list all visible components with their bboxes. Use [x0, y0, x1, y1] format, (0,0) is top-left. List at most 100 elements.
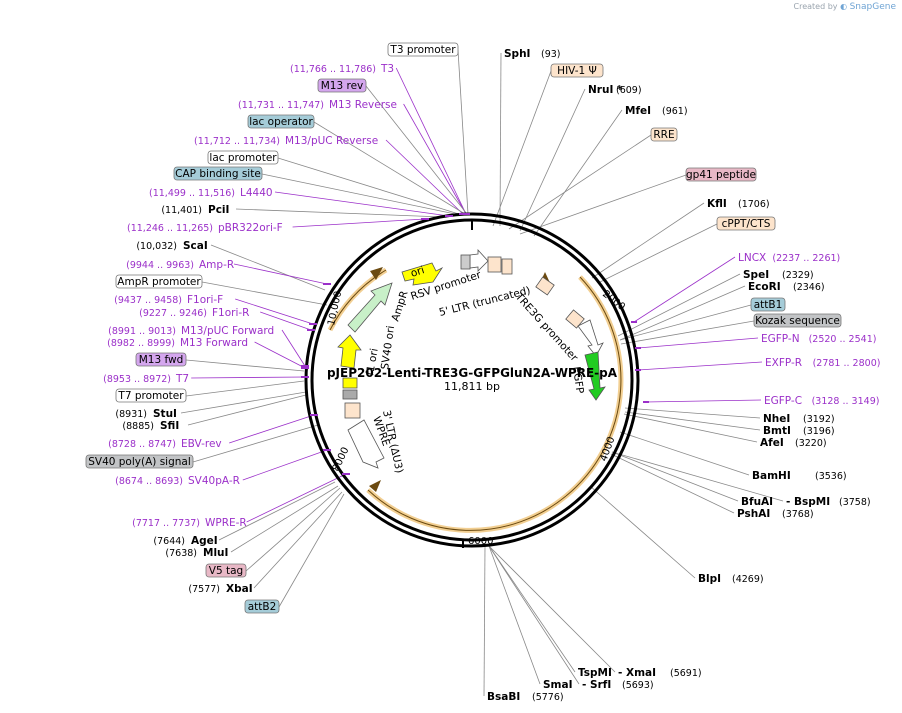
primer-position-exfp-r: (2781 .. 2800): [813, 358, 881, 369]
enzyme-scai: ScaI: [183, 240, 208, 252]
enzyme-position-mfei: (961): [662, 106, 688, 117]
primer-t7: T7: [175, 373, 189, 385]
leader-feature-t3-promoter: [457, 49, 469, 215]
primer-position-ebv-rev: (8728 .. 8747): [108, 439, 176, 450]
feature-box-bg-rre: [650, 127, 678, 142]
leader-primer-t7: [191, 376, 306, 379]
leader-enzyme-kfli: [591, 202, 705, 279]
feature-label-gp41-peptide: gp41 peptide: [686, 169, 756, 181]
enzyme-position-bspmi: (3758): [839, 497, 871, 508]
enzyme-position-sphi: (93): [541, 49, 561, 60]
feature-box-bg-hiv-1: [550, 63, 604, 78]
primer-position-egfp-c: (3128 .. 3149): [812, 396, 880, 407]
enzyme-pshai: PshAI: [737, 508, 770, 520]
leader-enzyme-bspmi: [611, 451, 784, 502]
enzyme-position-scai: (10,032): [136, 241, 177, 252]
enzyme-spei: SpeI: [743, 269, 769, 281]
orf-arrow-line-1: [565, 276, 622, 497]
enzyme-sfii: SfiI: [160, 420, 179, 432]
feature-box-sv40-poly-a-signal: SV40 poly(A) signal: [85, 454, 194, 469]
primer-position-l4440: (11,499 .. 11,516): [149, 188, 235, 199]
primer-position-amp-r: (9944 .. 9963): [126, 260, 194, 271]
enzyme-position-pcii: (11,401): [161, 205, 202, 216]
enzyme-bspmi: - BspMI: [786, 496, 830, 508]
tre3g-promoter-feature: [577, 319, 604, 357]
enzyme-tspmi: TspMI: [578, 667, 612, 679]
primer-position-m13-puc-forward: (8991 .. 9013): [108, 326, 176, 337]
leader-enzyme-pcii: [235, 208, 444, 218]
leader-enzyme-pshai: [610, 453, 735, 514]
tre3g-box-feature: [565, 309, 585, 329]
leader-enzyme-scai: [210, 244, 326, 291]
primer-l4440: L4440: [240, 187, 273, 199]
enzyme-pcii: PciI: [208, 204, 229, 216]
primer-f1ori-r: F1ori-R: [212, 307, 249, 319]
primer-m13-puc-forward: M13/pUC Forward: [181, 325, 274, 337]
orf-arrow-line-2: [367, 489, 567, 531]
leader-primer-egfp-n: [637, 337, 759, 349]
orf-arrowhead-ampr: [370, 267, 383, 280]
enzyme-smai: SmaI: [543, 679, 573, 691]
primer-position-lncx: (2237 .. 2261): [772, 253, 840, 264]
enzyme-position-bmti: (3196): [803, 426, 835, 437]
tick-label-6000: 6000: [468, 536, 493, 547]
feature-box-bg-ampr-promoter: [115, 274, 203, 289]
enzyme-kfli: KflI: [707, 198, 727, 210]
hiv-psi-feature: [487, 256, 502, 273]
leader-enzyme-mfei: [533, 109, 623, 237]
feature-box-bg-attb1: [750, 297, 786, 312]
feature-box-gp41-peptide: gp41 peptide: [685, 167, 757, 182]
leader-primer-m13-reverse: [403, 103, 467, 215]
feature-label-t7-promoter: T7 promoter: [117, 390, 184, 402]
rre-feature: [501, 258, 513, 275]
leader-lines: [180, 49, 784, 697]
enzyme-afei: AfeI: [760, 437, 784, 449]
feature-label-attb1: attB1: [754, 299, 783, 311]
feature-label-rre: RRE: [653, 129, 674, 141]
feature-box-m13-fwd: M13 fwd: [135, 352, 187, 367]
primer-position-egfp-n: (2520 .. 2541): [809, 334, 877, 345]
feature-box-bg-v5-tag: [205, 563, 247, 578]
feature-label-ampr-promoter: AmpR promoter: [117, 276, 201, 288]
leader-primer-pbr322ori-f: [292, 218, 426, 228]
leader-enzyme-bsabi: [483, 545, 486, 697]
feature-label-sv40-poly-a-signal: SV40 poly(A) signal: [88, 456, 191, 468]
feature-label-attb2: attB2: [248, 601, 277, 613]
feature-box-bg-m13-fwd: [135, 352, 187, 367]
feature-box-bg-gp41-peptide: [685, 167, 757, 182]
leader-primer-f1ori-f: [235, 298, 314, 325]
enzyme-nrui: NruI *: [588, 84, 623, 96]
feature-label-v5-tag: V5 tag: [209, 565, 243, 577]
leader-enzyme-bmti: [624, 411, 761, 431]
feature-box-bg-t3-promoter: [387, 42, 459, 57]
primer-wpre-r: WPRE-R: [205, 517, 247, 529]
feature-box-bg-m13-rev: [317, 78, 367, 93]
leader-feature-kozak-sequence: [620, 320, 755, 345]
leader-primer-t3: [395, 67, 467, 215]
watermark-prefix: Created by: [793, 2, 838, 11]
snapgene-watermark: Created by ◐ SnapGene: [794, 2, 897, 12]
leader-enzyme-smai: [488, 545, 541, 685]
leader-feature-ampr-promoter: [201, 281, 328, 306]
leader-feature-lac-promoter: [277, 157, 463, 216]
enzyme-mfei: MfeI: [625, 105, 651, 117]
watermark-brand: SnapGene: [849, 2, 896, 12]
feature-label-kozak-sequence: Kozak sequence: [755, 315, 840, 327]
primer-position-pbr322ori-f: (11,246 .. 11,265): [127, 223, 213, 234]
primer-exfp-r: EXFP-R: [765, 357, 802, 369]
feature-box-bg-attb2: [244, 599, 280, 614]
feature-box-kozak-sequence: Kozak sequence: [753, 313, 842, 328]
feature-box-bg-cppt-cts: [716, 216, 776, 231]
leader-primer-ebv-rev: [229, 414, 315, 444]
primer-position-f1ori-f: (9437 .. 9458): [114, 295, 182, 306]
wpre-feature: [347, 419, 385, 469]
enzyme-position-blpi: (4269): [732, 574, 764, 585]
enzyme-bmti: BmtI: [763, 425, 791, 437]
leader-enzyme-nhei: [624, 407, 761, 419]
orf-arrow-line-3: [329, 269, 387, 331]
orf-arrowhead-bottom: [369, 480, 381, 492]
feature-box-attb1: attB1: [750, 297, 786, 312]
enzyme-agei: AgeI: [191, 535, 218, 547]
enzyme-blpi: BlpI: [698, 573, 721, 585]
enzyme-position-kfli: (1706): [738, 199, 770, 210]
